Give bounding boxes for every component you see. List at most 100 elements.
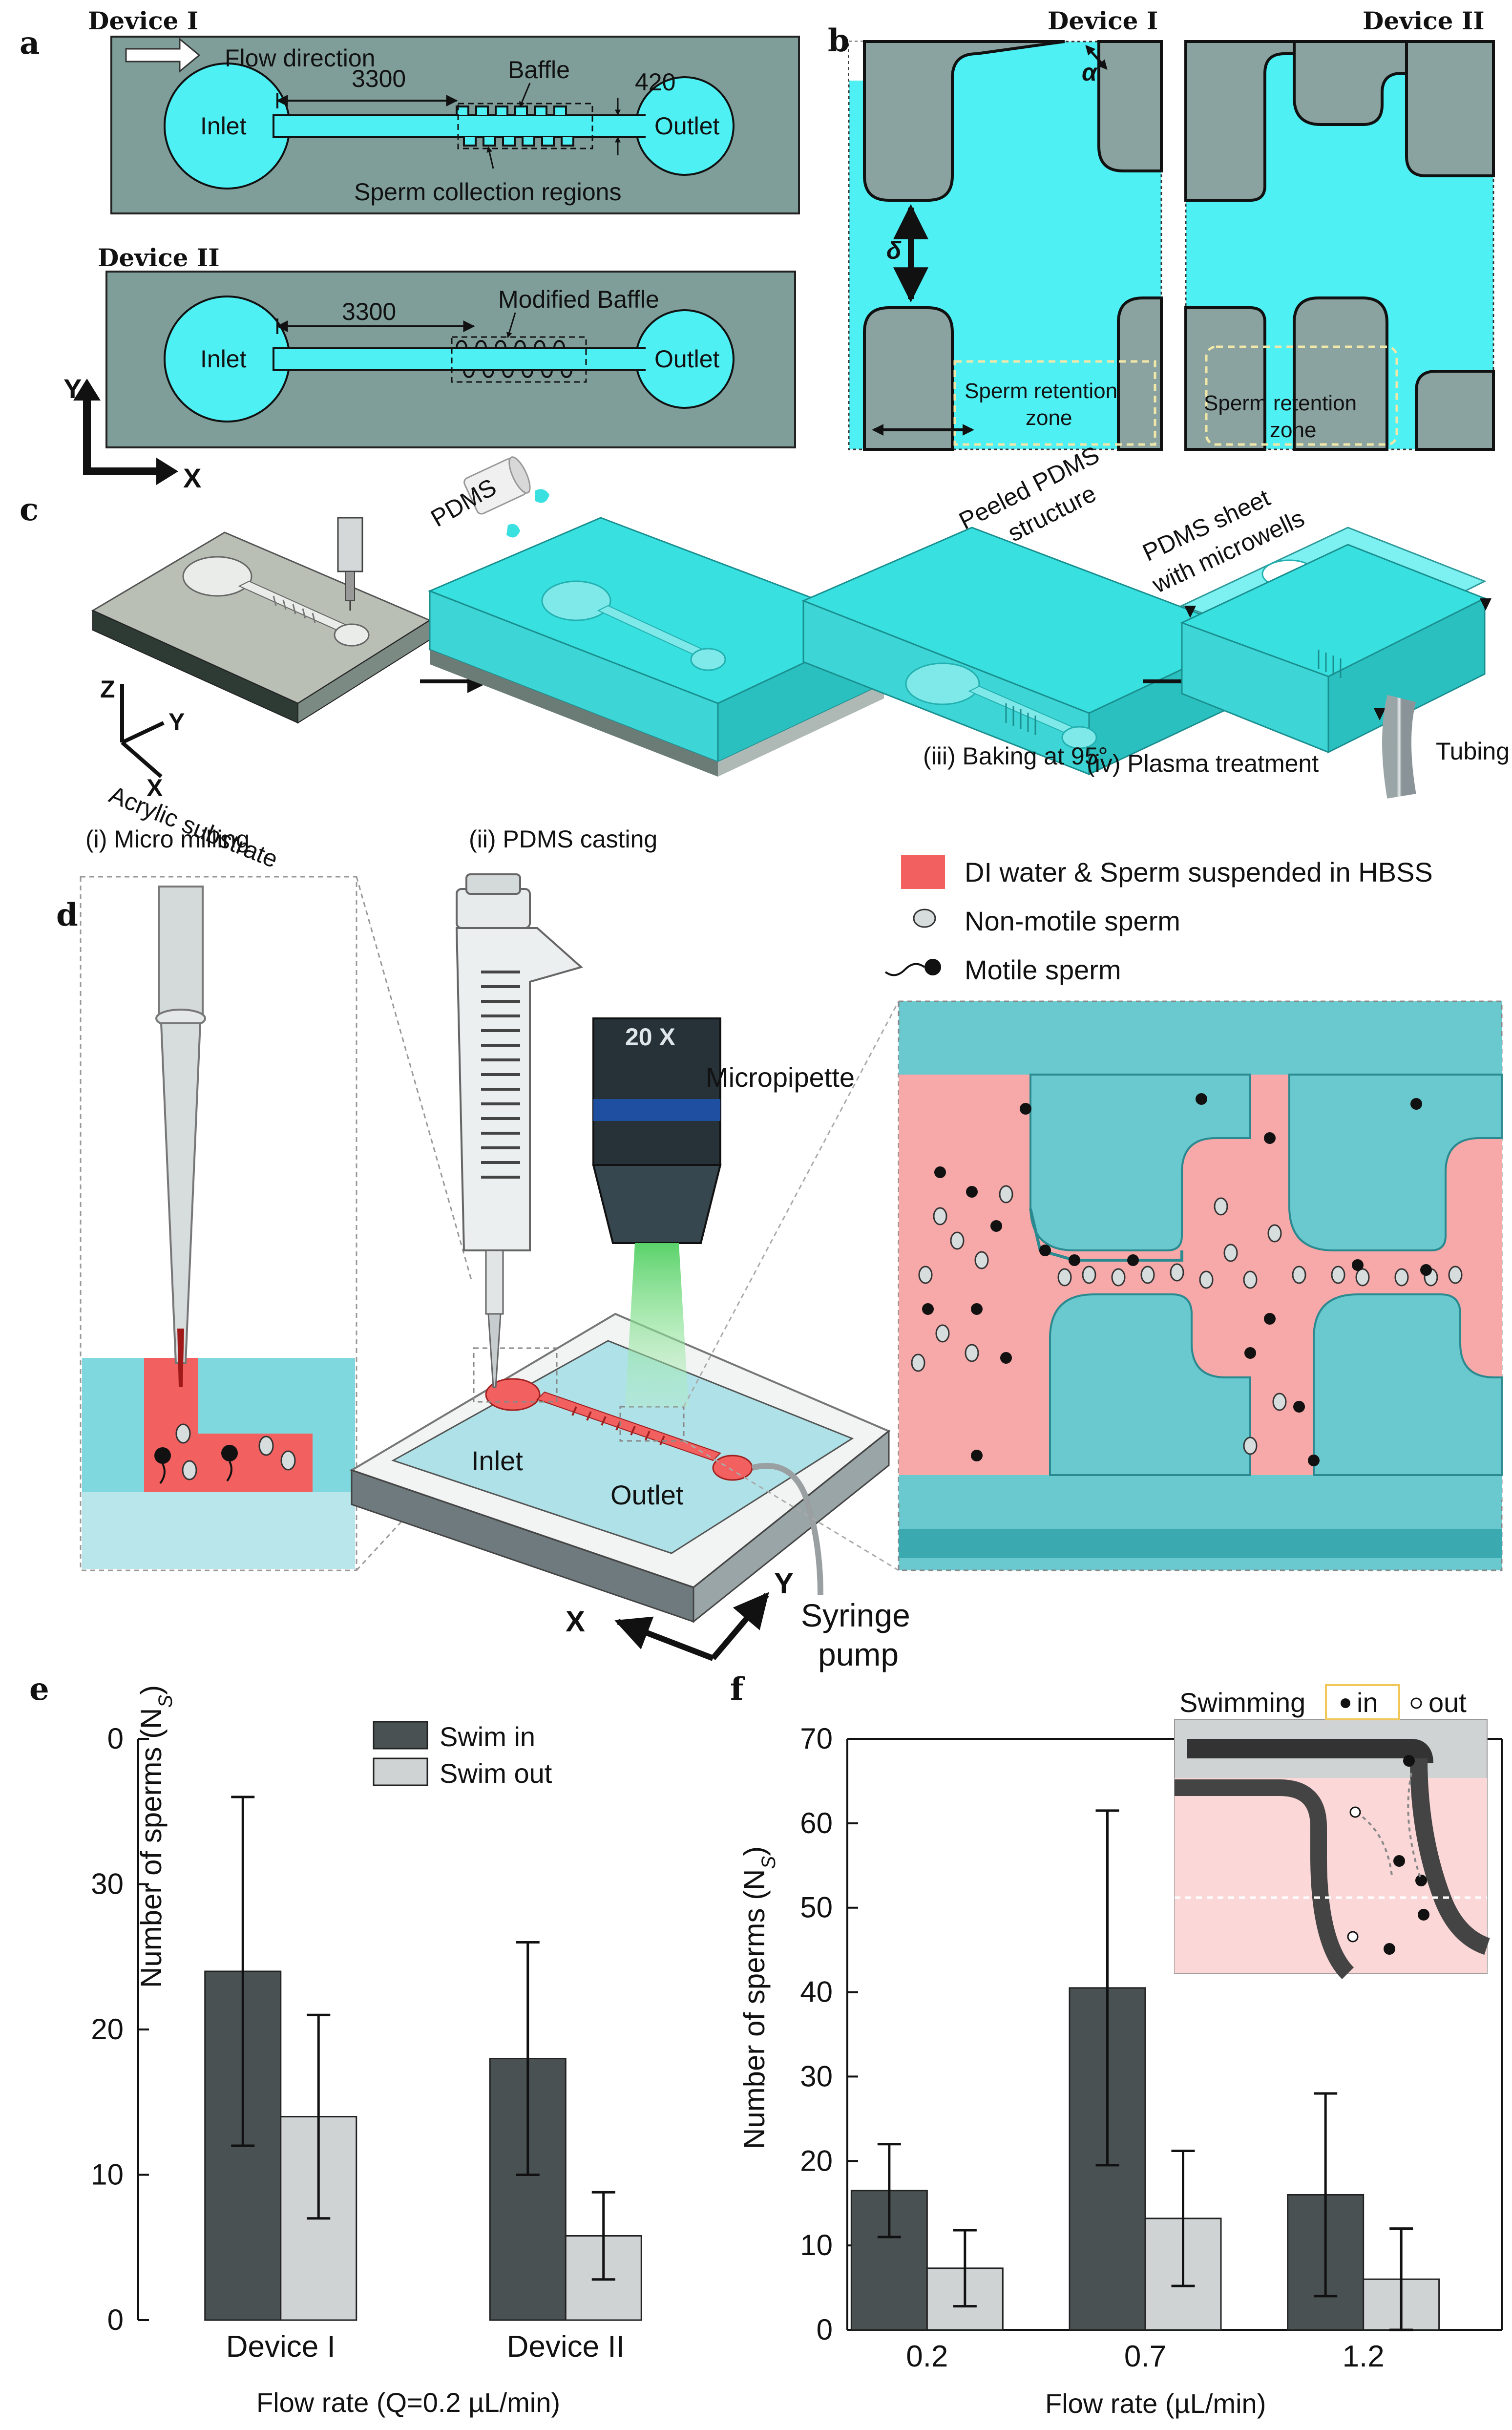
baffle-label: Baffle xyxy=(508,56,570,84)
panel-label-f: f xyxy=(730,1671,745,1708)
swimming-inset xyxy=(1174,1684,1491,1980)
pipette-inset xyxy=(80,876,472,1571)
device-ii-length: 3300 xyxy=(342,298,396,325)
chart-e-xlabel: Flow rate (Q=0.2 µL/min) xyxy=(256,2387,560,2418)
device-i-inlet: Inlet xyxy=(200,112,247,140)
y-tick-label: 30 xyxy=(91,1868,124,1901)
device-i-length: 3300 xyxy=(352,65,406,92)
y-tick-label: 0 xyxy=(817,2313,833,2346)
bonded-device-block xyxy=(1180,527,1491,799)
y-tick-label: 10 xyxy=(91,2158,124,2191)
panel-label-e: e xyxy=(29,1671,49,1708)
panel-b-device-i-title: Device I xyxy=(1048,6,1158,35)
x-tick-label: 0.2 xyxy=(906,2340,948,2373)
channel-closeup-inset xyxy=(898,1000,1503,1571)
y-tick-label: 40 xyxy=(800,1976,833,2008)
device-ii-title: Device II xyxy=(98,243,220,272)
legend-swim-out: Swim out xyxy=(440,1758,552,1789)
swim-out-marker xyxy=(1410,1697,1422,1709)
legend-medium-label: DI water & Sperm suspended in HBSS xyxy=(965,857,1433,887)
panel-label-a: a xyxy=(20,25,40,62)
tubing-label: Tubing xyxy=(1436,738,1510,765)
y-tick-label: 70 xyxy=(800,1722,833,1755)
legend-swatch-swim-in xyxy=(373,1721,428,1750)
syringe-line2: pump xyxy=(818,1636,899,1672)
swim-out-label: out xyxy=(1428,1687,1467,1718)
legend-swatch-motile xyxy=(924,959,941,975)
legend-nonmotile-label: Non-motile sperm xyxy=(965,906,1180,936)
swimming-label: Swimming xyxy=(1179,1687,1305,1718)
panel-b-delta: δ xyxy=(886,237,902,264)
step-4-label: (iv) Plasma treatment xyxy=(1087,750,1319,777)
panel-d-axis-x: X xyxy=(566,1605,585,1638)
objective-label: 20 X xyxy=(625,1023,675,1051)
device-ii-inlet: Inlet xyxy=(200,345,247,373)
legend-motile-label: Motile sperm xyxy=(965,954,1121,985)
step-1-label: (i) Micro milling xyxy=(85,825,250,853)
y-tick-label: 20 xyxy=(91,2013,124,2046)
device-ii-channel xyxy=(164,296,735,423)
pdms-casting-block xyxy=(428,456,886,777)
panel-b-zone-line2-ii: zone xyxy=(1270,418,1316,442)
step-2-label: (ii) PDMS casting xyxy=(469,825,657,853)
panel-b: b Device I α δ Sperm retention zone xyxy=(828,6,1495,451)
y-tick-label: 20 xyxy=(800,2144,833,2177)
y-tick-label: 60 xyxy=(800,1807,833,1839)
pdms-label: PDMS xyxy=(426,473,501,532)
device-i-title: Device I xyxy=(88,6,198,35)
legend-swim-in: Swim in xyxy=(440,1721,535,1752)
microscope-stage xyxy=(349,1001,900,1624)
panel-d-axis-y: Y xyxy=(774,1567,794,1600)
x-tick-label: 0.7 xyxy=(1124,2340,1166,2373)
flow-direction-arrow xyxy=(125,37,201,73)
swim-in-label: in xyxy=(1357,1687,1378,1718)
chart-f-xlabel: Flow rate (µL/min) xyxy=(1045,2388,1266,2419)
chart-f-ylabel: Number of sperms (NS) xyxy=(738,1846,779,2149)
y-tick-label: 30 xyxy=(800,2060,833,2092)
flow-direction-label: Flow direction xyxy=(225,44,375,72)
panel-label-b: b xyxy=(828,22,850,59)
panel-label-d: d xyxy=(56,897,78,933)
x-tick-label: Device II xyxy=(507,2330,625,2364)
chart-e-ylabel: Number of sperms (NS) xyxy=(135,1685,176,1988)
panel-c: c Z Y X Acrylic substrate (i) Micro mill… xyxy=(20,441,1510,873)
legend-swatch-swim-out xyxy=(373,1757,428,1786)
y-tick-label: 50 xyxy=(800,1891,833,1924)
collection-regions-label: Sperm collection regions xyxy=(354,178,622,206)
device-i-width: 420 xyxy=(635,68,675,96)
legend-swatch-medium xyxy=(901,855,945,889)
panel-d-legend: DI water & Sperm suspended in HBSS Non-m… xyxy=(884,855,1433,985)
panel-a-axes: Y X xyxy=(63,373,201,493)
panel-b-zone-line1-i: Sperm retention xyxy=(965,379,1117,403)
objective-lens xyxy=(592,1017,722,1407)
panel-b-device-i xyxy=(848,40,1163,451)
device-ii-outlet: Outlet xyxy=(654,345,720,373)
device-inlet-label: Inlet xyxy=(471,1445,523,1476)
syringe-line1: Syringe xyxy=(801,1597,910,1633)
panel-b-zone-line2-i: zone xyxy=(1026,406,1072,430)
panel-c-axis-y: Y xyxy=(168,708,185,736)
panel-b-alpha: α xyxy=(1082,59,1098,86)
swim-in-marker xyxy=(1341,1698,1350,1708)
panel-c-axis-x: X xyxy=(147,774,163,802)
panel-b-zone-line1-ii: Sperm retention xyxy=(1204,391,1357,415)
panel-a-axis-x: X xyxy=(183,463,201,493)
x-tick-label: 1.2 xyxy=(1343,2340,1385,2373)
panel-c-axis-z: Z xyxy=(100,676,115,703)
panel-c-axes xyxy=(120,684,165,779)
device-outlet-label: Outlet xyxy=(610,1479,684,1510)
panel-label-c: c xyxy=(20,491,39,528)
panel-b-device-ii-title: Device II xyxy=(1363,6,1485,35)
panel-a-axis-y: Y xyxy=(63,373,82,404)
panel-d-axes xyxy=(614,1592,769,1661)
device-i-channel xyxy=(164,63,735,190)
y-tick-label: 0 xyxy=(107,2303,124,2336)
modified-baffle-label: Modified Baffle xyxy=(498,286,659,313)
legend-swatch-nonmotile xyxy=(913,909,936,928)
x-tick-label: Device I xyxy=(226,2330,336,2364)
device-i-outlet: Outlet xyxy=(654,112,720,140)
